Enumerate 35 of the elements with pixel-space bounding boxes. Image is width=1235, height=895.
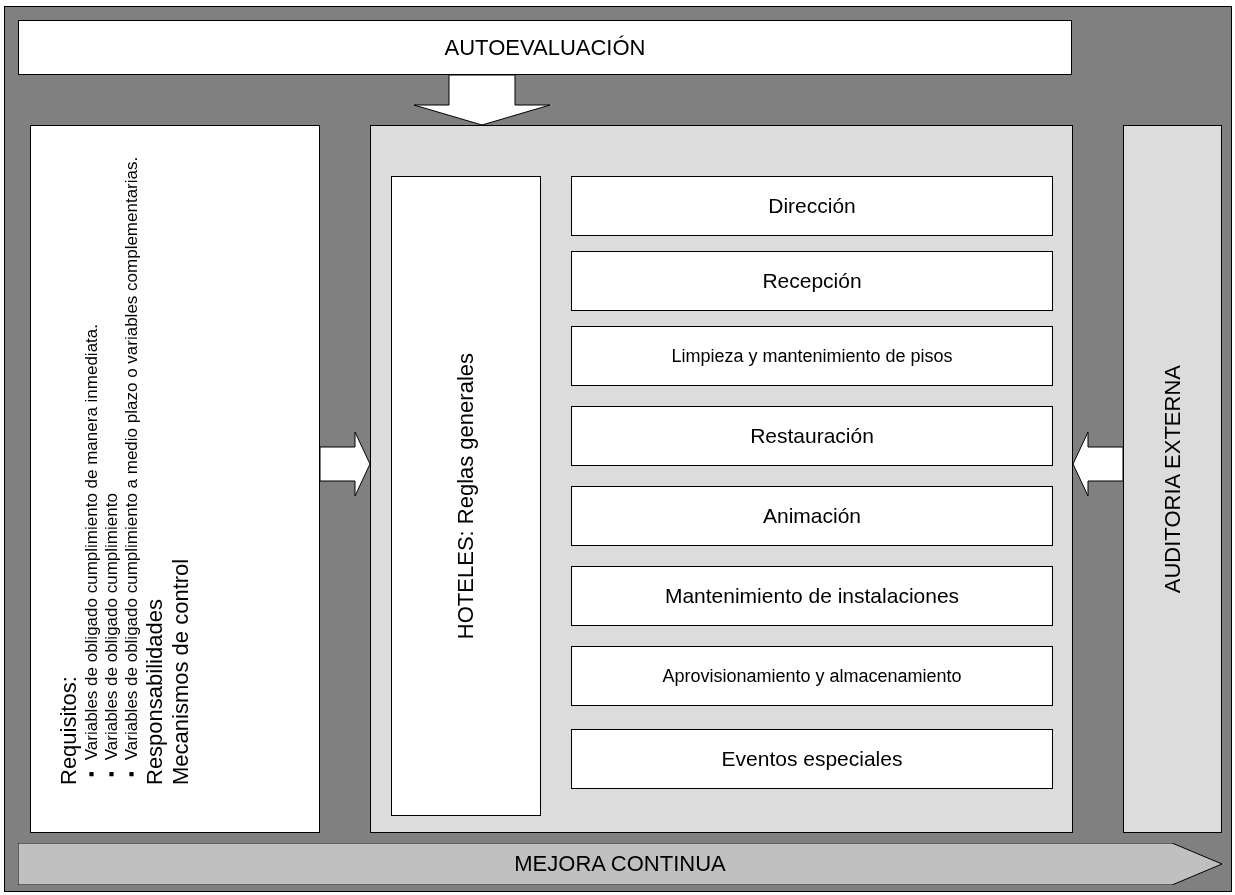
process-box — [571, 566, 1053, 626]
bullet-item: ▪ Variables de obligado cumplimiento a medio plazo o variables complementarias. — [122, 155, 142, 784]
node-label: Limpieza y mantenimiento de pisos — [671, 345, 953, 367]
process-box — [571, 326, 1053, 386]
node-label: Eventos especiales — [721, 747, 903, 771]
block-arrow — [1072, 431, 1124, 497]
bullet-item: ▪ Variables de obligado cumplimiento de manera inmediata. — [82, 323, 102, 784]
process-box — [571, 176, 1053, 236]
bullet-item: ▪ Variables de obligado cumplimiento — [102, 492, 122, 784]
list-heading: Responsabilidades — [142, 598, 168, 785]
process-box — [571, 251, 1053, 311]
process-box — [1123, 125, 1222, 833]
node-label: Animación — [762, 504, 862, 528]
list-heading: Mecanismos de control — [168, 557, 194, 785]
process-box — [18, 20, 1072, 75]
requirements-box — [30, 125, 320, 833]
list-heading: Requisitos: — [56, 675, 82, 785]
process-box — [571, 729, 1053, 789]
process-box — [391, 176, 541, 816]
node-label: AUDITORIA EXTERNA — [1159, 364, 1186, 594]
block-arrow — [319, 431, 371, 497]
chevron-band — [18, 843, 1222, 885]
node-label: AUTOEVALUACIÓN — [444, 34, 646, 61]
node-label: Dirección — [768, 194, 856, 218]
process-box — [571, 406, 1053, 466]
block-arrow — [413, 74, 551, 126]
node-label: Restauración — [750, 424, 874, 448]
node-label: Recepción — [762, 269, 862, 293]
node-label: Mantenimiento de instalaciones — [664, 584, 960, 608]
node-label: HOTELES: Reglas generales — [453, 352, 479, 640]
process-box — [571, 486, 1053, 546]
node-label: Aprovisionamiento y almacenamiento — [662, 665, 962, 687]
process-box — [571, 646, 1053, 706]
group-panel — [370, 125, 1073, 833]
node-label: MEJORA CONTINUA — [514, 851, 726, 877]
